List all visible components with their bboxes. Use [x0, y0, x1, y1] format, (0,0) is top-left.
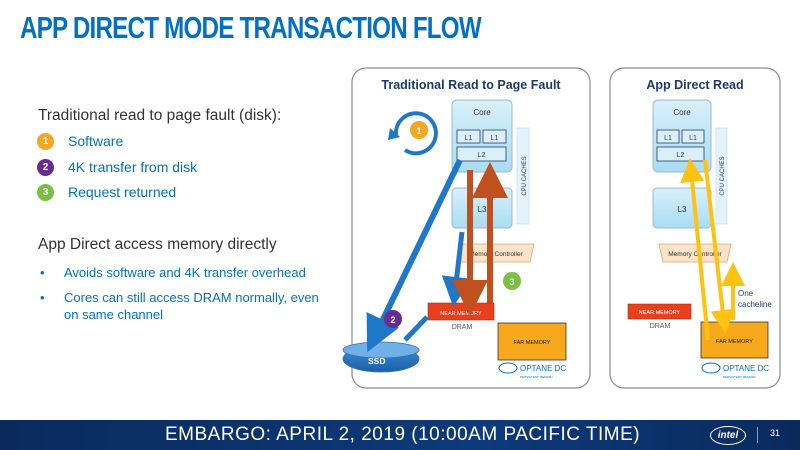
footer-bar: EMBARGO: APRIL 2, 2019 (10:00AM PACIFIC … — [0, 420, 800, 450]
panel1-badge-3-label: 3 — [509, 277, 514, 287]
arrow-core-to-far-memory — [703, 159, 735, 334]
bullet-text-1: Avoids software and 4K transfer overhead — [64, 265, 306, 280]
bullet-text-2-line1: Cores can still access DRAM normally, ev… — [64, 290, 319, 305]
panel1-title: Traditional Read to Page Fault — [381, 78, 561, 92]
heading-app-direct: App Direct access memory directly — [38, 236, 277, 253]
panel1-l1b-box — [482, 129, 507, 144]
panel2-near-memory-label: NEAR MEMORY — [639, 310, 681, 316]
cacheline-label: cacheline — [738, 300, 772, 309]
panel2-l3-label: L3 — [678, 205, 687, 214]
page-number: 31 — [770, 428, 781, 438]
panel1-badge-2 — [384, 310, 402, 328]
panel1-dram-label: DRAM — [452, 324, 473, 331]
panel-traditional-read: Traditional Read to Page Fault Core L1 L… — [342, 67, 591, 389]
panel2-logo-sub: PERSISTENT MEMORY — [723, 375, 756, 379]
panel2-cpu-caches-label: CPU CACHES — [720, 156, 726, 195]
panel1-badge-3 — [503, 272, 521, 290]
panel2-core-label: Core — [673, 108, 691, 117]
panel1-logo-text: OPTANE DC — [520, 364, 566, 373]
step-label-request-returned: Request returned — [68, 184, 177, 200]
panel1-l2-box — [456, 146, 507, 162]
heading-traditional-read: Traditional read to page fault (disk): — [38, 107, 282, 124]
panel1-l1b-label: L1 — [491, 135, 499, 142]
panel1-l2-label: L2 — [478, 152, 486, 159]
panel2-logo-text: OPTANE DC — [723, 364, 769, 373]
panel2-far-memory-label: FAR MEMORY — [716, 339, 753, 345]
panel1-l1a-label: L1 — [465, 135, 473, 142]
panel2-cpu-caches-bar — [715, 127, 728, 225]
panel2-memory-controller-label: Memory Controller — [668, 251, 722, 258]
panel2-l1b-box — [681, 129, 705, 144]
step-badge-1: 1 — [37, 133, 54, 150]
panel1-near-memory-label: NEAR MEMORY — [440, 311, 482, 317]
intel-logo-icon — [701, 362, 721, 374]
intel-logo: intel — [710, 426, 746, 445]
one-label: One — [738, 289, 754, 298]
step-label-4k-transfer: 4K transfer from disk — [68, 159, 198, 175]
panel1-logo-sub: PERSISTENT MEMORY — [520, 375, 553, 379]
panel2-l1b-label: L1 — [689, 135, 697, 142]
panel1-core-label: Core — [473, 108, 491, 117]
panel2-l1a-label: L1 — [664, 135, 672, 142]
panel1-cpu-caches-bar — [516, 127, 530, 225]
panel2-near-memory — [627, 303, 692, 320]
panel1-l1a-box — [456, 129, 481, 144]
intel-logo-icon — [498, 362, 518, 374]
panel1-badge-2-label: 2 — [390, 315, 395, 325]
loop-arrowhead-icon — [388, 128, 400, 140]
transaction-flow-diagram: Traditional Read to Page Fault Core L1 L… — [342, 67, 781, 389]
panel1-badge-1 — [410, 121, 428, 139]
panel1-far-memory-label: FAR MEMORY — [514, 340, 551, 346]
panel2-dram-label: DRAM — [650, 323, 671, 330]
panel-app-direct-read: App Direct Read Core L1 L1 L2 L3 CPU CAC… — [609, 67, 781, 389]
panel2-l1a-box — [656, 129, 680, 144]
arrow-dram-to-ssd — [403, 315, 429, 342]
panel1-l3-label: L3 — [478, 205, 487, 214]
panel1-cpu-caches-label: CPU CACHES — [522, 156, 528, 195]
footer-divider — [757, 427, 758, 443]
bullet-dot-icon: • — [40, 290, 45, 305]
step-badge-2: 2 — [37, 159, 54, 176]
panel1-badge-1-label: 1 — [416, 126, 421, 136]
panel1-ssd-label: SSD — [368, 356, 385, 366]
panel1-memory-controller-label: Memory Controller — [469, 251, 523, 258]
step-badge-3: 3 — [37, 184, 54, 201]
panel1-far-memory — [497, 322, 567, 361]
embargo-notice: EMBARGO: APRIL 2, 2019 (10:00AM PACIFIC … — [165, 424, 641, 445]
software-loop-icon — [393, 111, 438, 156]
arrow-core-to-ssd — [366, 158, 463, 353]
arrow-far-memory-to-core — [680, 158, 710, 341]
panel2-title: App Direct Read — [646, 78, 743, 92]
step-label-software: Software — [68, 133, 124, 149]
panel2-l2-label: L2 — [677, 152, 685, 159]
bullet-dot-icon: • — [40, 265, 45, 280]
bullet-text-2-line2: on same channel — [64, 307, 164, 322]
page-title: APP DIRECT MODE TRANSACTION FLOW — [20, 10, 482, 45]
